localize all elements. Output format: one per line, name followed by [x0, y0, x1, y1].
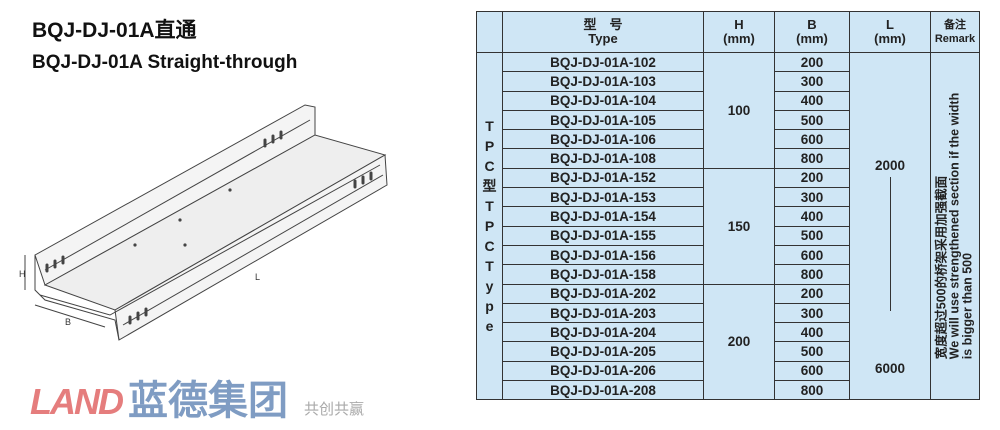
h-cell: 150	[703, 167, 775, 285]
type-cell: BQJ-DJ-01A-153	[502, 187, 704, 208]
type-cell: BQJ-DJ-01A-152	[502, 167, 704, 189]
b-cell: 300	[774, 302, 850, 324]
b-cell: 400	[774, 322, 850, 343]
table-row: BQJ-DJ-01A-106 600	[477, 129, 980, 150]
header-blank	[476, 11, 503, 53]
table-row: BQJ-DJ-01A-158 800	[477, 264, 980, 285]
header-l: L (mm)	[849, 11, 931, 53]
h-cell: 100	[703, 52, 775, 169]
b-cell: 300	[774, 71, 850, 92]
type-cell: BQJ-DJ-01A-205	[502, 341, 704, 362]
type-cell: BQJ-DJ-01A-156	[502, 244, 704, 266]
header-h: H (mm)	[703, 11, 775, 53]
watermark-brand: LAND	[30, 381, 124, 422]
l-max: 6000	[874, 361, 906, 376]
h-cell: 200	[703, 283, 775, 401]
table-row: BQJ-DJ-01A-206 600	[477, 360, 980, 382]
b-cell: 400	[774, 90, 850, 111]
remark-en-2: is bigger than 500	[960, 253, 975, 360]
cable-tray-drawing: H B L	[19, 104, 388, 341]
b-cell: 600	[774, 129, 850, 150]
label-b: B	[65, 317, 71, 327]
table-row: BQJ-DJ-01A-204 400	[477, 322, 980, 343]
label-l: L	[255, 272, 260, 282]
table-row: BQJ-DJ-01A-154 400	[477, 206, 980, 227]
b-cell: 200	[774, 51, 850, 73]
type-cell: BQJ-DJ-01A-102	[502, 51, 704, 73]
type-cell: BQJ-DJ-01A-108	[502, 148, 704, 169]
label-h: H	[19, 269, 26, 279]
b-cell: 800	[774, 264, 850, 285]
type-cell: BQJ-DJ-01A-105	[502, 109, 704, 131]
type-cell: BQJ-DJ-01A-206	[502, 360, 704, 382]
type-cell: BQJ-DJ-01A-155	[502, 225, 704, 246]
b-cell: 400	[774, 206, 850, 227]
type-side-label: T P C 型 T P C T y p e	[476, 51, 503, 401]
watermark-slogan: 共创共赢	[303, 401, 364, 418]
type-cell: BQJ-DJ-01A-103	[502, 71, 704, 92]
type-cell: BQJ-DJ-01A-158	[502, 264, 704, 285]
b-cell: 800	[774, 380, 850, 401]
b-cell: 500	[774, 225, 850, 246]
b-cell: 200	[774, 283, 850, 304]
type-cell: BQJ-DJ-01A-204	[502, 322, 704, 343]
b-cell: 800	[774, 148, 850, 169]
remark-cell: 宽度超过500的桥架采用加强截面 We will use strengthene…	[930, 51, 980, 401]
b-cell: 600	[774, 244, 850, 266]
type-cell: BQJ-DJ-01A-203	[502, 302, 704, 324]
watermark-name: 蓝德集团	[127, 379, 288, 423]
header-b: B (mm)	[774, 11, 850, 53]
header-remark: 备注 Remark	[930, 11, 980, 53]
title-chinese: BQJ-DJ-01A直通	[32, 19, 197, 42]
spec-table: 型 号 Type H (mm) B (mm) L (mm) 备注 Remark …	[476, 11, 980, 401]
table-row: BQJ-DJ-01A-103 300	[477, 71, 980, 92]
l-min: 2000	[874, 158, 906, 173]
b-cell: 600	[774, 360, 850, 382]
header-type: 型 号 Type	[502, 11, 704, 53]
table-row: BQJ-DJ-01A-205 500	[477, 341, 980, 362]
b-cell: 200	[774, 167, 850, 189]
type-cell: BQJ-DJ-01A-154	[502, 206, 704, 227]
b-cell: 500	[774, 341, 850, 362]
header-row: 型 号 Type H (mm) B (mm) L (mm) 备注 Remark	[476, 11, 980, 53]
l-cell: 2000 6000	[849, 51, 931, 401]
type-cell: BQJ-DJ-01A-106	[502, 129, 704, 150]
title-english: BQJ-DJ-01A Straight-through	[32, 52, 298, 73]
b-cell: 300	[774, 187, 850, 208]
table-row: BQJ-DJ-01A-208 800	[477, 380, 980, 401]
type-cell: BQJ-DJ-01A-208	[502, 380, 704, 401]
type-cell: BQJ-DJ-01A-202	[502, 283, 704, 304]
l-range-arrow	[890, 177, 891, 312]
type-cell: BQJ-DJ-01A-104	[502, 90, 704, 111]
b-cell: 500	[774, 109, 850, 131]
